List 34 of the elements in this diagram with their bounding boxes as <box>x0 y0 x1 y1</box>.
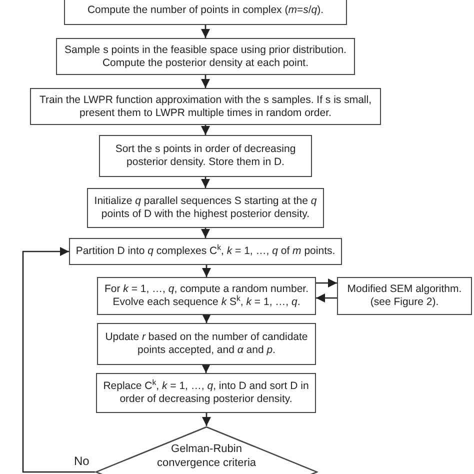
arrow <box>202 314 212 323</box>
arrow <box>200 75 210 88</box>
step-text: Compute the number of points in complex (m=s/q). <box>87 4 324 17</box>
process-box <box>97 323 316 365</box>
arrow <box>202 413 212 426</box>
step-text: Train the LWPR function approximation with the s samples. If s is small, present them to LWPR multiple times in random order. <box>38 94 373 120</box>
process-box <box>30 88 381 125</box>
process-box <box>99 135 312 177</box>
edge-label: No <box>73 455 90 467</box>
process-box <box>337 277 472 315</box>
process-box <box>69 238 342 265</box>
arrow <box>316 293 337 303</box>
step-text: For k = 1, …, q, compute a random number. Evolve each sequence k S$^{k}$, k = 1, …, q. <box>104 283 310 309</box>
step-text: Sort the s points in order of decreasing posterior density. Store them in D. <box>114 143 297 169</box>
process-box <box>87 188 324 228</box>
step-text: Initialize q parallel sequences S starting at the q points of D with the highest posterior density. <box>93 195 318 221</box>
process-box <box>64 0 347 25</box>
arrow <box>200 228 210 238</box>
arrow <box>316 278 337 288</box>
process-box <box>97 277 316 315</box>
arrow <box>200 25 210 38</box>
step-text: Replace C$^{k}$, k = 1, …, q, into D and sort D in order of decreasing posterior density. <box>102 380 310 406</box>
step-text: Update r based on the number of candidate points accepted, and α and p. <box>104 331 309 357</box>
arrow <box>200 177 210 188</box>
process-box <box>96 373 316 413</box>
arrow <box>202 265 212 277</box>
arrow <box>200 125 210 135</box>
decision-text: Gelman-Rubin convergence criteria <box>156 442 258 470</box>
arrow <box>22 246 95 473</box>
process-box <box>56 38 355 75</box>
step-text: Partition D into q complexes C$^{k}$, k = 1, …, q of m points. <box>76 245 336 258</box>
step-text: Modified SEM algorithm. (see Figure 2). <box>346 283 463 309</box>
arrow <box>201 364 211 373</box>
step-text: Sample s points in the feasible space using prior distribution. Compute the posterior density at each point. <box>64 44 348 70</box>
